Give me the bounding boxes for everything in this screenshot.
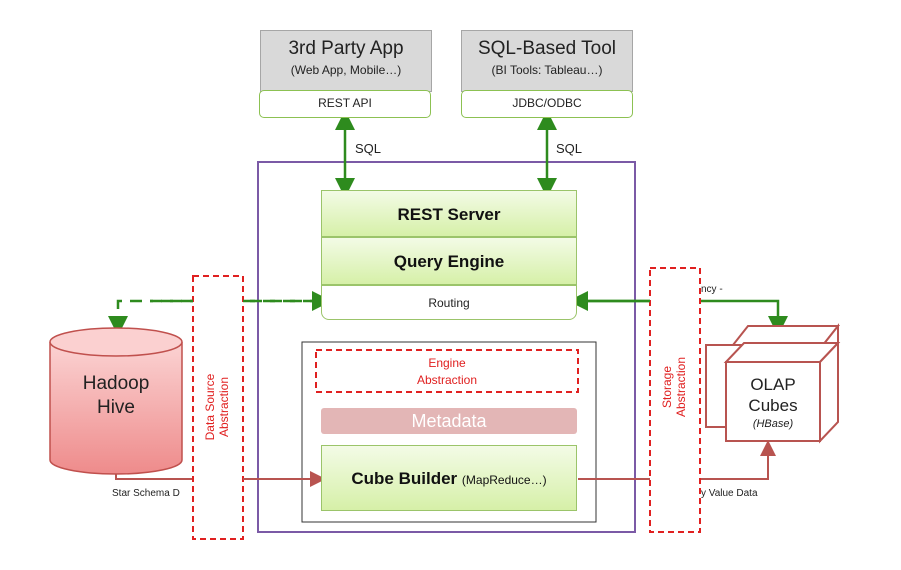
jdbc-odbc-label: JDBC/ODBC bbox=[512, 96, 582, 110]
data-source-abstraction-label: Data Source Abstraction bbox=[203, 307, 233, 507]
olap-line1: OLAP bbox=[750, 375, 796, 394]
engine-abstraction-line1: Engine bbox=[428, 356, 466, 370]
hadoop-label: Hadoop bbox=[82, 373, 150, 394]
sql-tool-box: SQL-Based Tool (BI Tools: Tableau…) bbox=[461, 30, 633, 92]
engine-abstraction-box bbox=[315, 349, 579, 393]
storage-line1: Storage bbox=[660, 365, 674, 409]
query-engine-box: Query Engine bbox=[321, 237, 577, 285]
star-schema-label: Star Schema D bbox=[112, 488, 180, 499]
query-engine-label: Query Engine bbox=[393, 252, 505, 271]
metadata-box: Metadata bbox=[321, 408, 577, 434]
cube-builder-sublabel: (MapReduce…) bbox=[461, 473, 547, 487]
data-source-line2: Abstraction bbox=[217, 376, 231, 438]
olap-line3: (HBase) bbox=[752, 418, 794, 430]
sql-left-label: SQL bbox=[355, 141, 382, 156]
data-source-line1: Data Source bbox=[203, 373, 217, 441]
key-value-label: y Value Data bbox=[701, 488, 758, 499]
storage-abstraction-box bbox=[649, 267, 701, 533]
olap-cube-front bbox=[723, 340, 841, 444]
rest-server-box: REST Server bbox=[321, 190, 577, 237]
olap-line2: Cubes bbox=[748, 396, 798, 415]
hadoop-hive-cylinder bbox=[49, 327, 183, 475]
storage-line2: Abstraction bbox=[674, 356, 688, 418]
cube-builder-box: Cube Builder (MapReduce…) bbox=[321, 445, 577, 511]
sql-tool-title: SQL-Based Tool bbox=[477, 38, 616, 59]
sql-right-label: SQL bbox=[556, 141, 583, 156]
routing-box: Routing bbox=[321, 285, 577, 320]
cube-builder-label: Cube Builder bbox=[351, 469, 458, 488]
metadata-label: Metadata bbox=[411, 411, 487, 431]
rest-api-label: REST API bbox=[318, 96, 372, 110]
routing-label: Routing bbox=[428, 296, 470, 310]
third-party-app-subtitle: (Web App, Mobile…) bbox=[290, 63, 402, 77]
engine-abstraction-line2: Abstraction bbox=[416, 373, 478, 387]
engine-abstraction-label: Engine Abstraction bbox=[316, 355, 578, 389]
latency-label: ncy - bbox=[701, 284, 723, 295]
storage-abstraction-label: Storage Abstraction bbox=[660, 287, 690, 487]
server-frame bbox=[257, 161, 636, 533]
olap-cubes-label: OLAP Cubes (HBase) bbox=[726, 374, 820, 432]
hadoop-hive-label: Hadoop Hive bbox=[50, 372, 182, 420]
third-party-app-box: 3rd Party App (Web App, Mobile…) bbox=[260, 30, 432, 92]
third-party-app-title: 3rd Party App bbox=[288, 38, 404, 59]
data-source-abstraction-box bbox=[192, 275, 244, 540]
sql-tool-subtitle: (BI Tools: Tableau…) bbox=[491, 63, 603, 77]
rest-server-label: REST Server bbox=[397, 205, 501, 224]
rest-api-box: REST API bbox=[259, 90, 431, 118]
hive-label: Hive bbox=[96, 397, 135, 418]
inner-frame bbox=[301, 341, 597, 523]
jdbc-odbc-box: JDBC/ODBC bbox=[461, 90, 633, 118]
